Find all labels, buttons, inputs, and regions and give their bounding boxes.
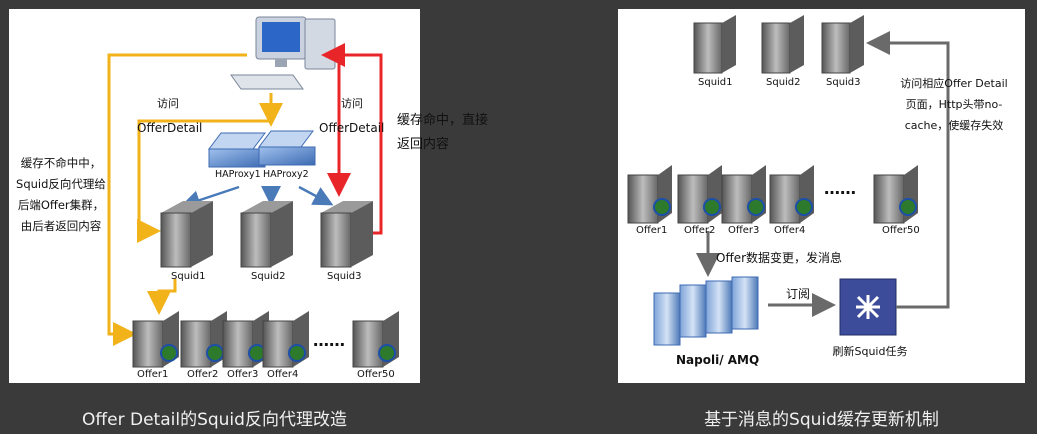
haproxy2-icon	[258, 130, 316, 166]
offerdetail-label-right: OfferDetail	[319, 121, 385, 135]
cache-miss-note: 缓存不命中中，Squid反向代理给后端Offer集群，由后者返回内容	[16, 156, 106, 233]
right-offer3-server-icon	[721, 165, 766, 224]
left-diagram-graphics	[107, 16, 399, 368]
right-squid1-server-icon	[693, 15, 736, 74]
refresh-task-icon	[839, 278, 897, 336]
offer3-label: Offer3	[227, 369, 259, 380]
offerdetail-label-left: OfferDetail	[137, 121, 203, 135]
offer4-label: Offer4	[267, 369, 299, 380]
haproxy1-icon	[208, 132, 266, 168]
right-offer3-label: Offer3	[728, 225, 760, 236]
right-diagram-graphics	[627, 15, 950, 346]
right-offer1-server-icon	[627, 165, 672, 224]
right-offer2-server-icon	[677, 165, 722, 224]
offer1-label: Offer1	[137, 369, 169, 380]
subscribe-label: 订阅	[786, 287, 811, 301]
right-squid2-server-icon	[761, 15, 804, 74]
right-squid3-label: Squid3	[826, 77, 861, 88]
squid1-label: Squid1	[171, 271, 206, 282]
offer50-server-icon	[352, 311, 399, 368]
visit-label-right: 访问	[341, 97, 363, 110]
squid1-server-icon	[160, 201, 213, 268]
right-offer2-label: Offer2	[684, 225, 716, 236]
right-squid1-label: Squid1	[698, 77, 733, 88]
right-offer4-server-icon	[769, 165, 814, 224]
napoli-label: Napoli/ AMQ	[676, 353, 760, 367]
napoli-amq-server-icon	[653, 276, 759, 346]
left-diagram-panel: 访问 OfferDetail 访问 OfferDetail 缓存命中，直接返回内…	[9, 9, 488, 383]
ellipsis-left: ……	[313, 331, 345, 350]
offer-change-label: Offer数据变更，发消息	[716, 251, 843, 265]
squid3-server-icon	[320, 201, 373, 268]
right-offer50-label: Offer50	[882, 225, 920, 236]
offer1-server-icon	[132, 311, 179, 368]
client-computer-icon	[230, 16, 336, 90]
haproxy2-label: HAProxy2	[263, 169, 309, 180]
cache-hit-label: 缓存命中，直接返回内容	[397, 113, 489, 152]
right-squid3-server-icon	[821, 15, 864, 74]
left-caption: Offer Detail的Squid反向代理改造	[82, 410, 347, 430]
offer3-server-icon	[222, 311, 269, 368]
offer4-server-icon	[262, 311, 309, 368]
right-offer4-label: Offer4	[774, 225, 806, 236]
right-ellipsis: ……	[824, 179, 856, 198]
right-offer50-server-icon	[873, 165, 918, 224]
right-diagram-panel: Squid1 Squid2 Squid3 Offer1 Offer2 Offer…	[618, 9, 1025, 383]
visit-note-label: 访问相应Offer Detail页面，Http头带no-cache，使缓存失效	[900, 77, 1008, 132]
squid3-label: Squid3	[327, 271, 362, 282]
right-caption: 基于消息的Squid缓存更新机制	[704, 410, 939, 430]
right-squid2-label: Squid2	[766, 77, 801, 88]
offer50-label: Offer50	[357, 369, 395, 380]
squid2-label: Squid2	[251, 271, 286, 282]
offer2-server-icon	[180, 311, 227, 368]
offer2-label: Offer2	[187, 369, 219, 380]
refresh-task-label: 刷新Squid任务	[832, 345, 908, 358]
squid2-server-icon	[240, 201, 293, 268]
haproxy1-label: HAProxy1	[215, 169, 261, 180]
right-offer1-label: Offer1	[636, 225, 668, 236]
visit-label-left: 访问	[157, 97, 179, 110]
